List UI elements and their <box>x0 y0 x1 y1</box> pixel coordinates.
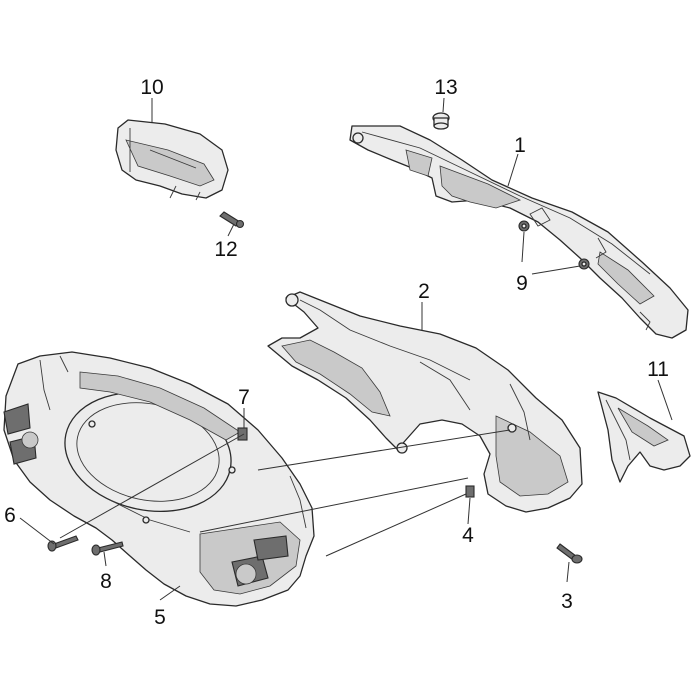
callout-12: 12 <box>214 238 237 261</box>
part-13-grommet <box>432 112 450 130</box>
part-8-screw <box>91 541 124 556</box>
leader-lines <box>19 97 673 601</box>
part-11-side-cover <box>597 391 691 483</box>
part-4-clip <box>465 485 475 498</box>
part-2-lower-cover <box>267 291 583 513</box>
callout-7: 7 <box>238 386 250 409</box>
part-1-upper-cover <box>349 125 689 339</box>
callout-11: 11 <box>647 358 669 381</box>
callout-13: 13 <box>434 76 457 99</box>
callout-4: 4 <box>462 524 474 547</box>
callout-9: 9 <box>516 272 528 295</box>
callout-10: 10 <box>140 76 163 99</box>
callout-2: 2 <box>418 280 430 303</box>
part-9-washers <box>518 220 590 270</box>
part-7-clip <box>237 427 248 441</box>
part-12-screw <box>219 211 245 229</box>
callout-6: 6 <box>4 504 16 527</box>
part-5-main-housing <box>3 351 315 607</box>
part-6-screw <box>47 535 79 552</box>
part-10-bracket <box>115 119 229 201</box>
callout-1: 1 <box>514 134 526 157</box>
part-3-screw <box>556 543 583 564</box>
callout-8: 8 <box>100 570 112 593</box>
callout-3: 3 <box>561 590 573 613</box>
callout-labels: 1 2 3 4 5 6 7 8 9 10 11 12 13 <box>4 76 669 629</box>
callout-5: 5 <box>154 606 166 629</box>
